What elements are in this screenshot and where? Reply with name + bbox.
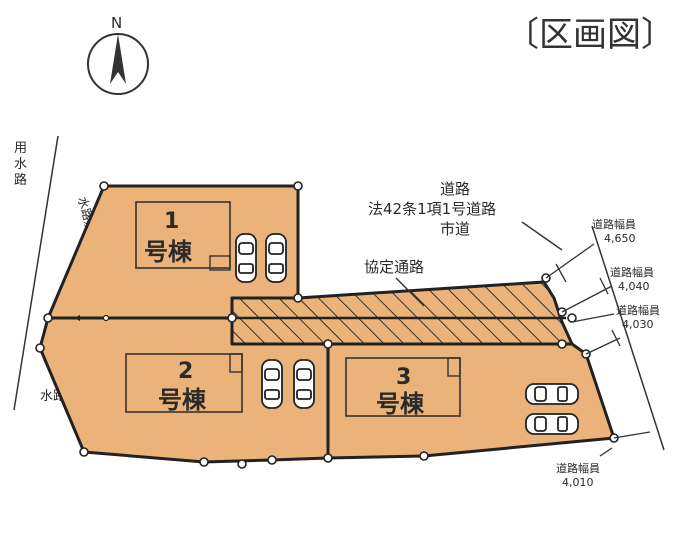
road-width-3-label: 道路幅員 [616, 303, 660, 317]
road-width-1-value: 4,650 [604, 232, 636, 245]
road-width-2-value: 4,040 [618, 280, 650, 293]
car-icon [261, 359, 283, 409]
lot-3-number: 3 [396, 365, 411, 390]
road-width-1-label: 道路幅員 [592, 217, 636, 231]
lot-2-number: 2 [178, 359, 193, 384]
car-icon [265, 233, 287, 283]
road-title-2: 法42条1項1号道路 [368, 200, 496, 218]
car-icon [525, 413, 579, 435]
side-channel-label: 用 水 路 [14, 141, 27, 188]
road-width-3-value: 4,030 [622, 318, 654, 331]
lot-3-suffix: 号棟 [376, 390, 425, 418]
road-title-leader [521, 221, 563, 251]
road-title-3: 市道 [440, 220, 470, 238]
lot-1-number: 1 [164, 209, 179, 234]
svg-text:路: 路 [14, 172, 27, 188]
parking-cars [235, 233, 579, 435]
compass-north-label: N [111, 14, 122, 32]
road-width-2-label: 道路幅員 [610, 265, 654, 279]
page-title: 〔区画図〕 [505, 15, 675, 55]
building-3-outline [345, 357, 461, 417]
building-2-outline [125, 353, 243, 413]
north-arrow-icon [110, 34, 126, 84]
svg-text:水: 水 [14, 157, 27, 172]
lot-2-suffix: 号棟 [158, 386, 207, 414]
road-width-leaders [545, 243, 651, 457]
car-icon [235, 233, 257, 283]
boundary-markers [35, 181, 619, 469]
private-road-label: 協定通路 [364, 258, 424, 276]
private-road-leader [395, 277, 425, 307]
car-icon [525, 383, 579, 405]
road-width-4-value: 4,010 [562, 476, 594, 489]
road-edge-line [591, 225, 665, 451]
building-1-entry [209, 255, 231, 271]
compass: N [87, 14, 149, 95]
road-width-4-label: 道路幅員 [556, 461, 600, 475]
building-2-entry [229, 353, 243, 373]
car-icon [293, 359, 315, 409]
drain-arrow-icon [74, 314, 110, 322]
road-title-1: 道路 [440, 180, 470, 198]
waterway-line-1 [13, 135, 59, 411]
lot-2-area [38, 316, 330, 464]
building-3-entry [447, 357, 461, 377]
building-1-outline [135, 201, 231, 269]
lot-1-suffix: 号棟 [144, 238, 193, 266]
svg-text:用: 用 [14, 141, 27, 156]
